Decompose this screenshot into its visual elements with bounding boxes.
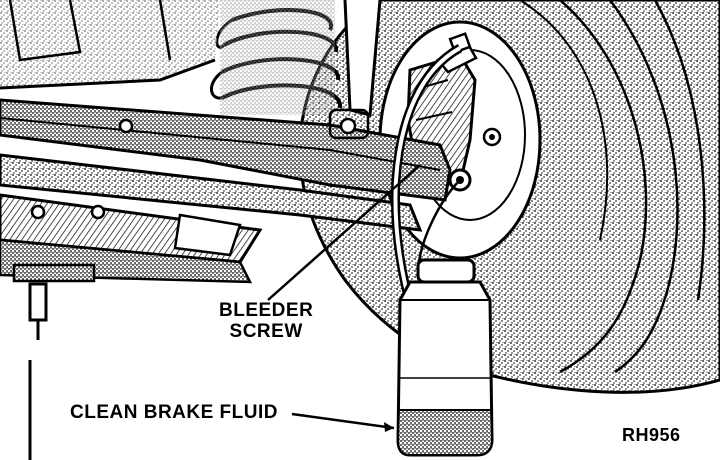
coil-spring xyxy=(210,0,343,115)
clean-brake-fluid-label: CLEAN BRAKE FLUID xyxy=(70,402,278,423)
callout-leaders xyxy=(267,164,421,432)
jack-stand xyxy=(12,263,96,460)
bleeder-screw-label: BLEEDER SCREW xyxy=(219,300,314,343)
bleeder-screw xyxy=(448,32,472,192)
bleeder-label-line1: BLEEDER xyxy=(219,300,314,321)
bleeder-label-line2: SCREW xyxy=(229,320,303,342)
fluid-bottle xyxy=(396,258,494,457)
vehicle-body-panel xyxy=(0,0,382,117)
figure-code: RH956 xyxy=(622,425,681,445)
